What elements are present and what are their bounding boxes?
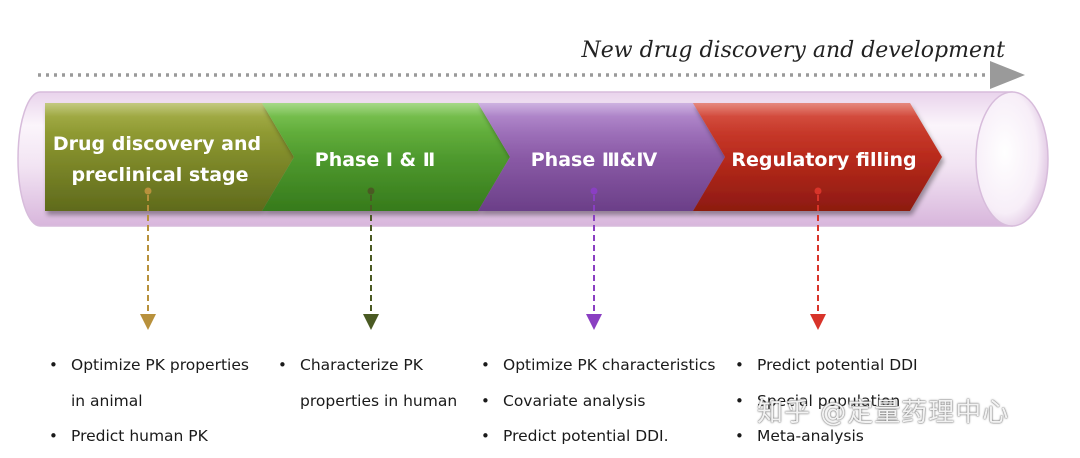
stage-discovery	[45, 103, 294, 211]
list-item: Covariate analysis	[479, 384, 729, 420]
list-item-text: Predict potential DDI.	[503, 427, 669, 445]
list-item-text: in animal	[71, 391, 143, 410]
connector-regulatory	[810, 187, 826, 330]
stage-discovery-label-line2: preclinical stage	[71, 164, 248, 186]
watermark: 知乎 @定量药理中心	[757, 398, 1010, 428]
diagram-title: New drug discovery and development	[581, 38, 1006, 63]
list-item-text: Meta-analysis	[757, 427, 864, 445]
list-item-text: Covariate analysis	[503, 391, 646, 410]
list-item: Predict potential DDI	[733, 348, 973, 384]
list-item-text: Optimize PK characteristics	[503, 356, 716, 374]
list-item-text: properties in human	[300, 391, 458, 410]
list-item-text: Characterize PK	[300, 356, 423, 374]
connector-phase-3-4	[586, 187, 602, 330]
column-regulatory: Predict potential DDI Special population…	[733, 348, 973, 455]
stage-regulatory-label: Regulatory filling	[731, 149, 916, 171]
list-item: Characterize PK properties in human	[276, 348, 476, 419]
list-item: Predict human PK	[47, 419, 272, 455]
list-item-text: Special population	[757, 391, 901, 410]
column-phase-3-4: Optimize PK characteristics Covariate an…	[479, 348, 729, 455]
list-item-text: Predict human PK	[71, 427, 208, 445]
list-item-text: Predict potential DDI	[757, 356, 918, 374]
connector-discovery	[140, 187, 156, 330]
list-item: Predict potential DDI.	[479, 419, 729, 455]
list-item: Optimize PK properties in animal	[47, 348, 272, 419]
list-item: Meta-analysis	[733, 419, 973, 455]
column-discovery: Optimize PK properties in animal Predict…	[47, 348, 272, 455]
list-item-text: Optimize PK properties	[71, 356, 249, 374]
stage-phase-1-2-label: Phase Ⅰ & Ⅱ	[315, 149, 435, 171]
list-item: Optimize PK characteristics	[479, 348, 729, 384]
connector-phase-1-2	[363, 187, 379, 330]
column-phase-1-2: Characterize PK properties in human	[276, 348, 476, 419]
list-item: Special population	[733, 384, 973, 420]
stage-phase-1-2	[262, 103, 510, 211]
stage-phase-3-4-label: Phase Ⅲ&Ⅳ	[531, 149, 658, 171]
stage-discovery-label-line1: Drug discovery and	[53, 133, 261, 155]
stage-phase-3-4	[478, 103, 725, 211]
stage-regulatory	[693, 103, 942, 211]
